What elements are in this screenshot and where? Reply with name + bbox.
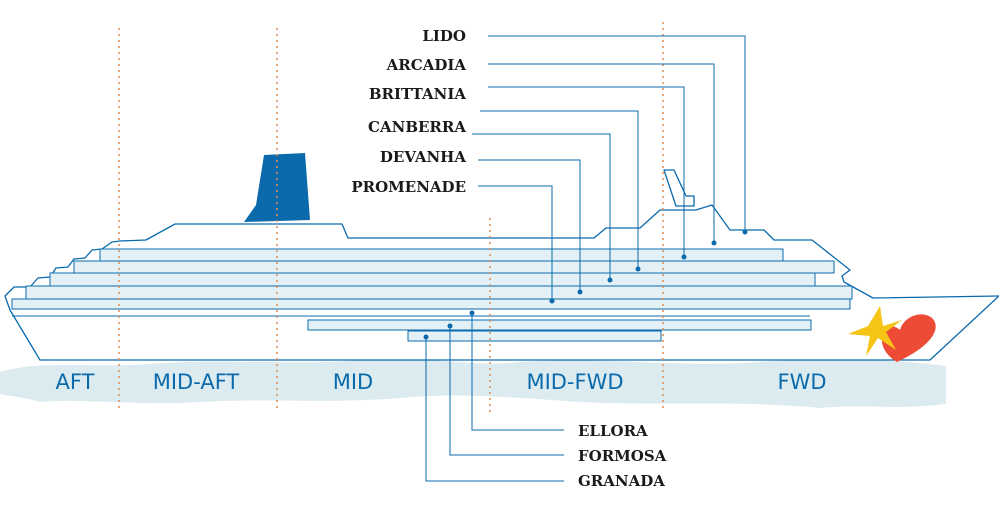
- upper-leaders: [472, 35, 748, 304]
- section-label-aft: AFT: [56, 370, 95, 394]
- water: [0, 358, 946, 408]
- section-label-mid-fwd: MID-FWD: [526, 370, 623, 394]
- star-shape: [848, 306, 902, 356]
- section-label-mid: MID: [333, 370, 373, 394]
- deck-label-lido: LIDO: [422, 27, 466, 45]
- section-dividers: [118, 22, 664, 412]
- deck-label-brittania: BRITTANIA: [369, 85, 466, 103]
- mast: [663, 169, 695, 207]
- deck-label-canberra: CANBERRA: [368, 118, 466, 136]
- deck-label-devanha: DEVANHA: [380, 148, 466, 166]
- lower-leaders: [423, 310, 564, 482]
- deck-labels: LIDO ARCADIA BRITTANIA CANBERRA DEVANHA …: [351, 27, 666, 490]
- funnel: [244, 153, 310, 222]
- section-labels: AFT MID-AFT MID MID-FWD FWD: [56, 370, 827, 394]
- deck-label-arcadia: ARCADIA: [386, 56, 467, 74]
- deck-label-granada: GRANADA: [578, 472, 665, 490]
- deck-label-formosa: FORMOSA: [578, 447, 667, 465]
- heart-shape: [881, 314, 936, 362]
- deck-label-promenade: PROMENADE: [351, 178, 466, 196]
- deck-bands: [11, 248, 853, 342]
- section-label-mid-aft: MID-AFT: [153, 370, 240, 394]
- section-label-fwd: FWD: [777, 370, 826, 394]
- logo: [848, 306, 936, 362]
- deck-label-ellora: ELLORA: [578, 422, 648, 440]
